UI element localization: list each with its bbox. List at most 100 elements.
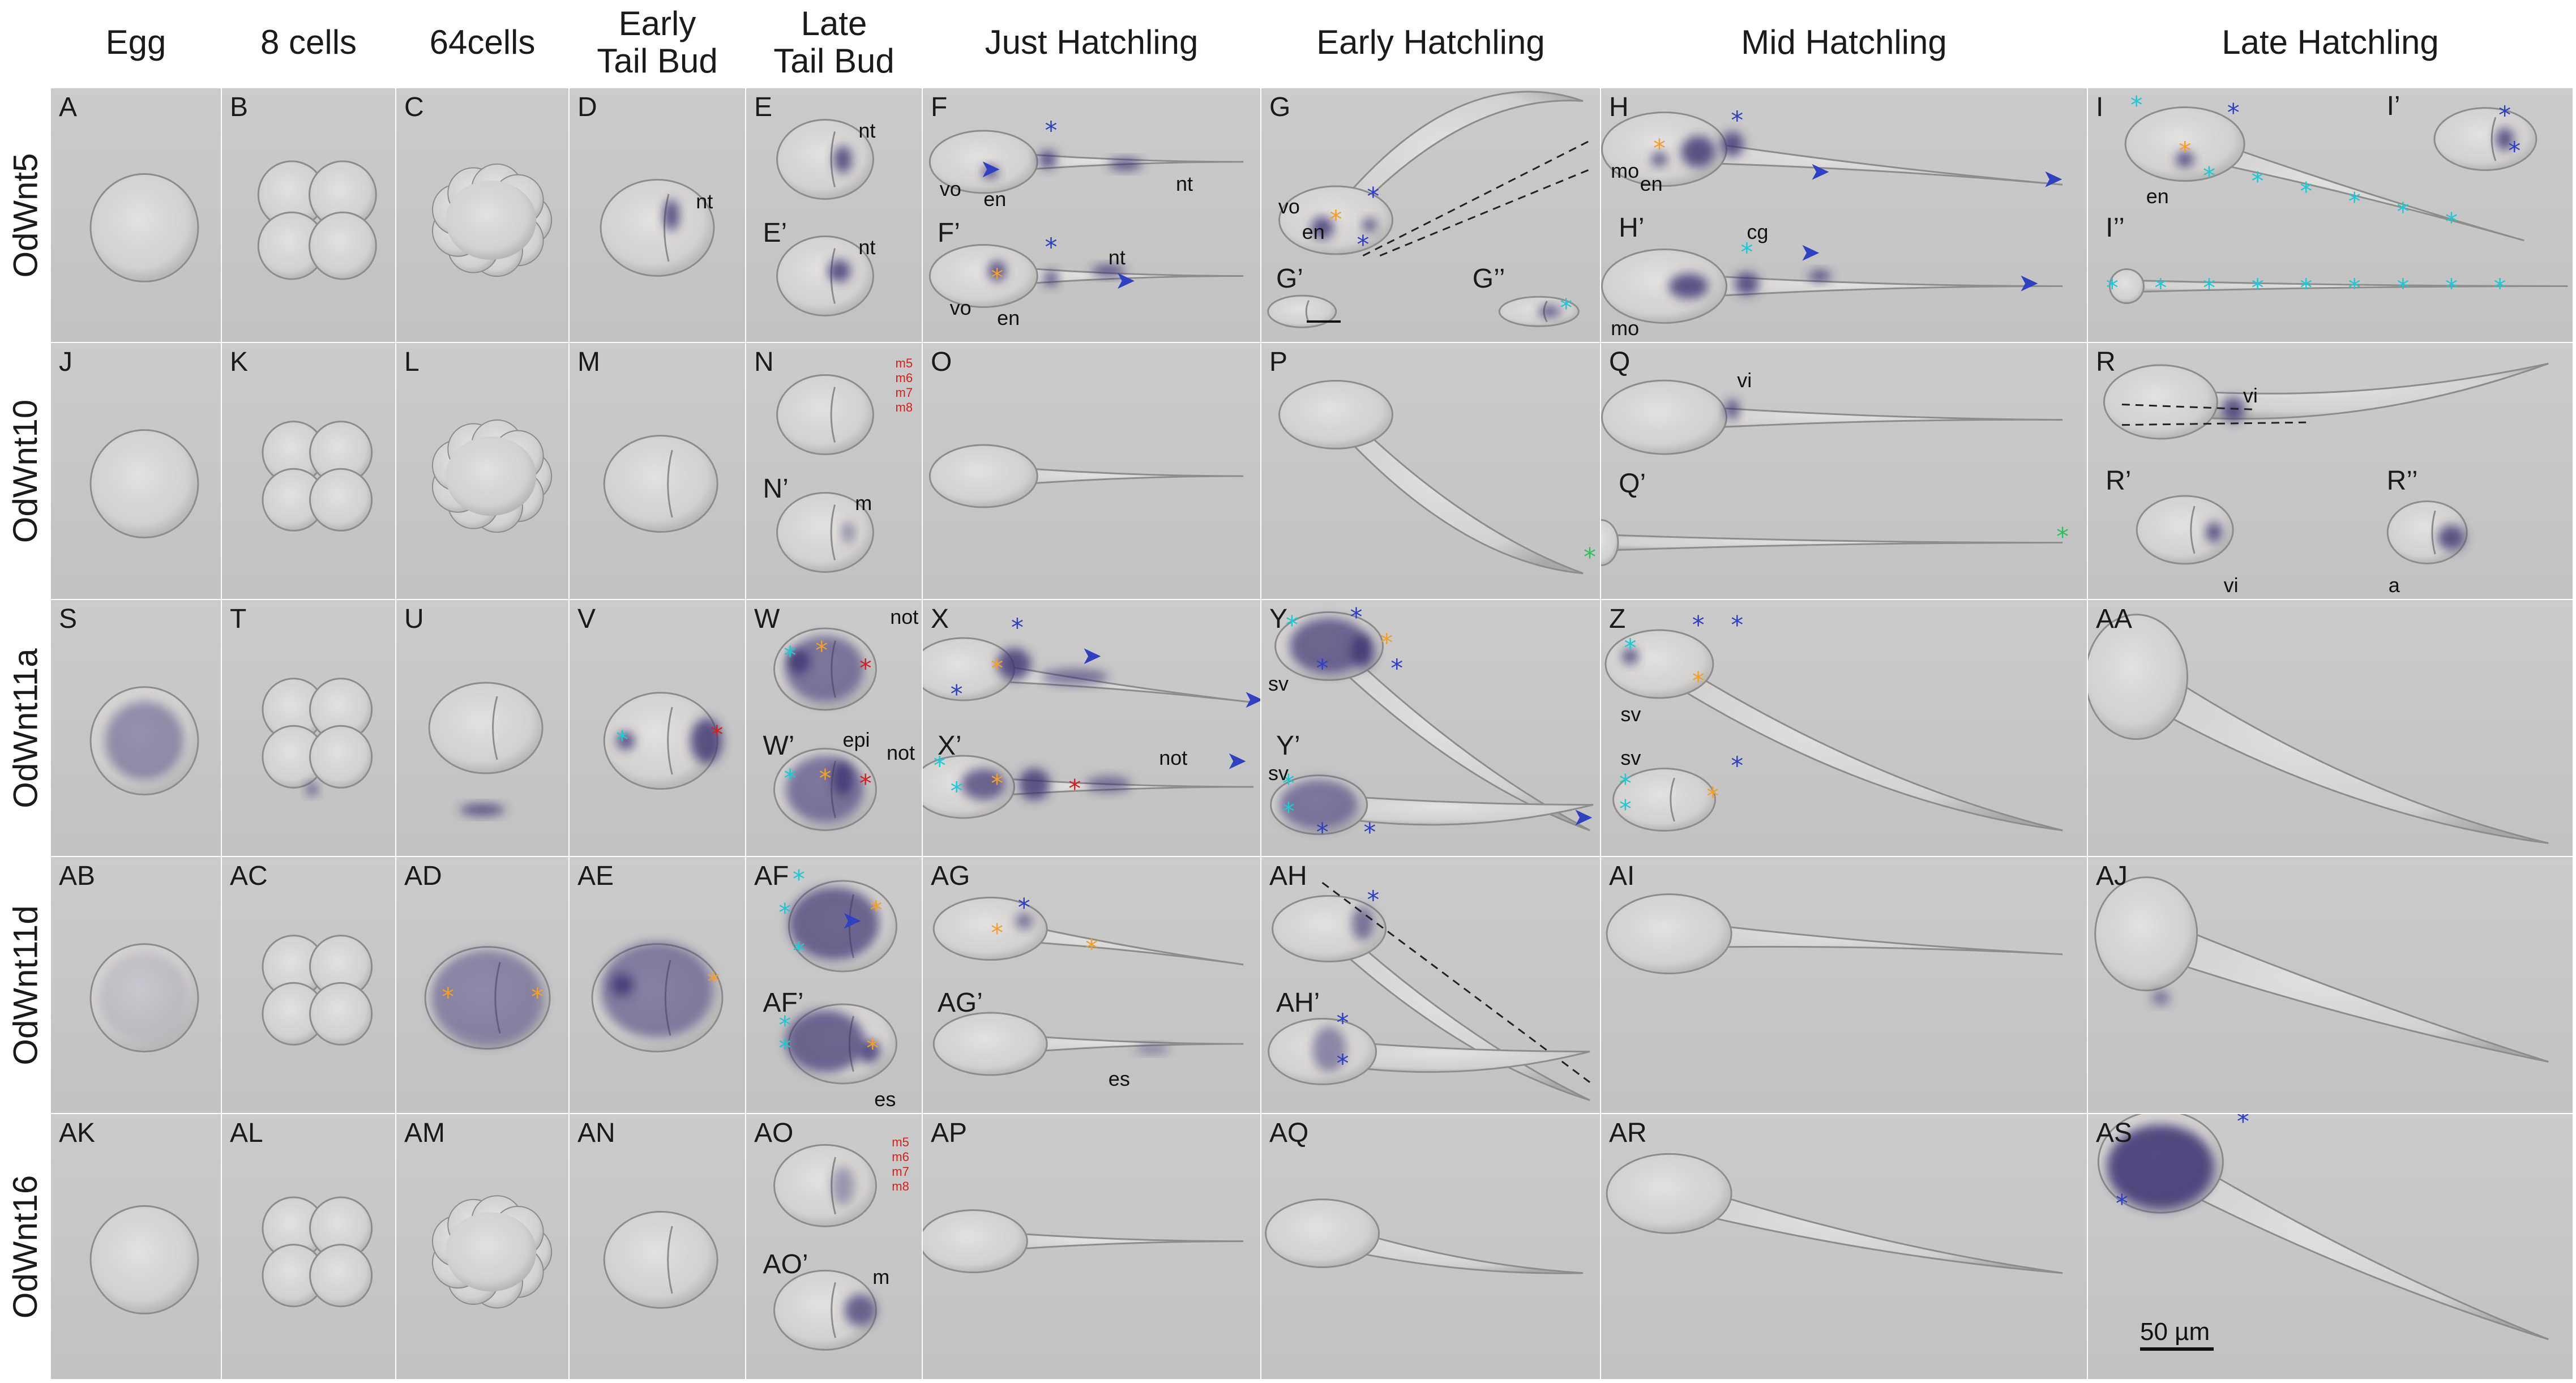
annotation-label-mo: mo (1611, 316, 1640, 340)
specimen-image (89, 1205, 199, 1315)
panel-letter: T (230, 604, 247, 634)
asterisk-marker: * (2154, 273, 2167, 302)
asterisk-marker: * (2348, 187, 2361, 216)
asterisk-marker: * (2348, 273, 2361, 302)
row-label-wnt11a: OdWnt11a (0, 600, 51, 856)
asterisk-marker: * (1045, 117, 1057, 145)
row-label-wnt16: OdWnt16 (0, 1114, 51, 1379)
specimen-image: * (1278, 380, 1596, 575)
specimen-image (776, 491, 874, 573)
asterisk-marker: * (1350, 603, 1362, 632)
asterisk-marker: * (1316, 818, 1329, 847)
annotation-label-sv: sv (1268, 671, 1289, 695)
specimen-image: * (1272, 881, 1590, 1101)
specimen-image (262, 935, 373, 1046)
specimen-image (431, 419, 553, 533)
asterisk-marker: * (1337, 1008, 1349, 1037)
asterisk-marker: * (2116, 1189, 2128, 1218)
asterisk-marker: * (778, 1034, 791, 1063)
column-header-egg: Egg (105, 23, 166, 61)
panel-C: C (396, 88, 568, 342)
annotation-label-en: en (2146, 185, 2169, 208)
asterisk-marker: * (991, 919, 1003, 948)
annotation-label-es: es (1108, 1067, 1130, 1090)
specimen-image (1601, 379, 2063, 455)
asterisk-marker: * (1390, 654, 1403, 683)
panel-AA: AA (2088, 600, 2573, 856)
asterisk-marker: * (793, 865, 805, 894)
asterisk-marker: * (2237, 1114, 2249, 1136)
panel-AS: AS**50 µm (2088, 1114, 2573, 1379)
specimen-image (773, 1269, 877, 1351)
asterisk-marker: * (2056, 523, 2069, 551)
arrowhead-marker: ➤ (1226, 746, 1247, 775)
asterisk-marker: * (1085, 934, 1098, 963)
sub-panel-letter: G’ (1276, 263, 1303, 294)
row-label-wnt11d: OdWnt11d (0, 857, 51, 1113)
panel-K: K (222, 343, 395, 599)
panel-L: L (396, 343, 568, 599)
panel-letter: V (577, 604, 596, 634)
annotation-label-m5: m5 (895, 356, 913, 371)
asterisk-marker: * (1731, 106, 1743, 135)
specimen-image: *➤ (928, 117, 1244, 194)
asterisk-marker: * (1316, 654, 1329, 683)
specimen-image: ** (424, 946, 551, 1050)
specimen-image (1265, 1198, 1584, 1274)
panel-letter: AG (931, 861, 970, 891)
asterisk-marker: * (2179, 136, 2191, 165)
panel-AG: AG***AG’es (923, 857, 1260, 1113)
specimen-image (262, 1196, 373, 1308)
panel-AJ: AJ (2088, 857, 2573, 1113)
annotation-label-cg: cg (1747, 220, 1769, 243)
panel-J: J (51, 343, 221, 599)
specimen-image: * (1601, 519, 2069, 567)
arrowhead-marker: ➤ (2018, 268, 2039, 297)
annotation-label-m8: m8 (895, 400, 913, 415)
panel-letter: D (577, 92, 597, 122)
panel-letter: X (931, 604, 949, 634)
panel-letter: U (404, 604, 424, 634)
panel-letter: AL (230, 1118, 263, 1148)
panel-AC: AC (222, 857, 395, 1113)
annotation-label-mo: mo (1611, 159, 1640, 183)
annotation-label-m7: m7 (895, 386, 913, 400)
asterisk-marker: * (1731, 611, 1743, 640)
panel-AE: AE* (570, 857, 745, 1113)
panel-letter: A (59, 92, 78, 122)
panel-letter: AJ (2096, 861, 2128, 891)
panel-I: I********************I’I’’en (2088, 88, 2573, 342)
panel-T: T (222, 600, 395, 856)
specimen-image: *** (932, 893, 1244, 966)
asterisk-marker: * (784, 764, 797, 793)
arrowhead-marker: ➤ (841, 906, 862, 935)
column-header-lh: Late Hatchling (2222, 23, 2439, 61)
panel-letter: AF (754, 861, 789, 891)
specimen-image (776, 374, 874, 456)
asterisk-marker: * (1692, 611, 1705, 640)
panel-V: V** (570, 600, 745, 856)
asterisk-marker: * (1367, 885, 1379, 914)
annotation-label-en: en (1302, 220, 1325, 243)
panel-letter: R (2096, 347, 2116, 377)
asterisk-marker: * (1380, 628, 1393, 657)
sub-panel-letter: W’ (763, 731, 795, 761)
specimen-image (431, 1195, 553, 1309)
sub-panel-letter: H’ (1619, 213, 1645, 243)
specimen-image (603, 435, 718, 533)
sub-panel-letter: I’ (2386, 91, 2400, 121)
panel-letter: L (404, 347, 420, 377)
asterisk-marker: * (1367, 182, 1379, 211)
specimen-image (928, 444, 1244, 508)
panel-letter: AK (59, 1118, 96, 1148)
asterisk-marker: * (616, 726, 628, 755)
asterisk-marker: * (707, 967, 720, 996)
annotation-label-not: not (887, 740, 915, 764)
specimen-image: ****➤ (923, 746, 1254, 819)
specimen-image: *** (1278, 91, 1594, 259)
panel-letter: AM (404, 1118, 445, 1148)
asterisk-marker: * (1363, 818, 1376, 847)
specimen-image (2094, 876, 2549, 1063)
